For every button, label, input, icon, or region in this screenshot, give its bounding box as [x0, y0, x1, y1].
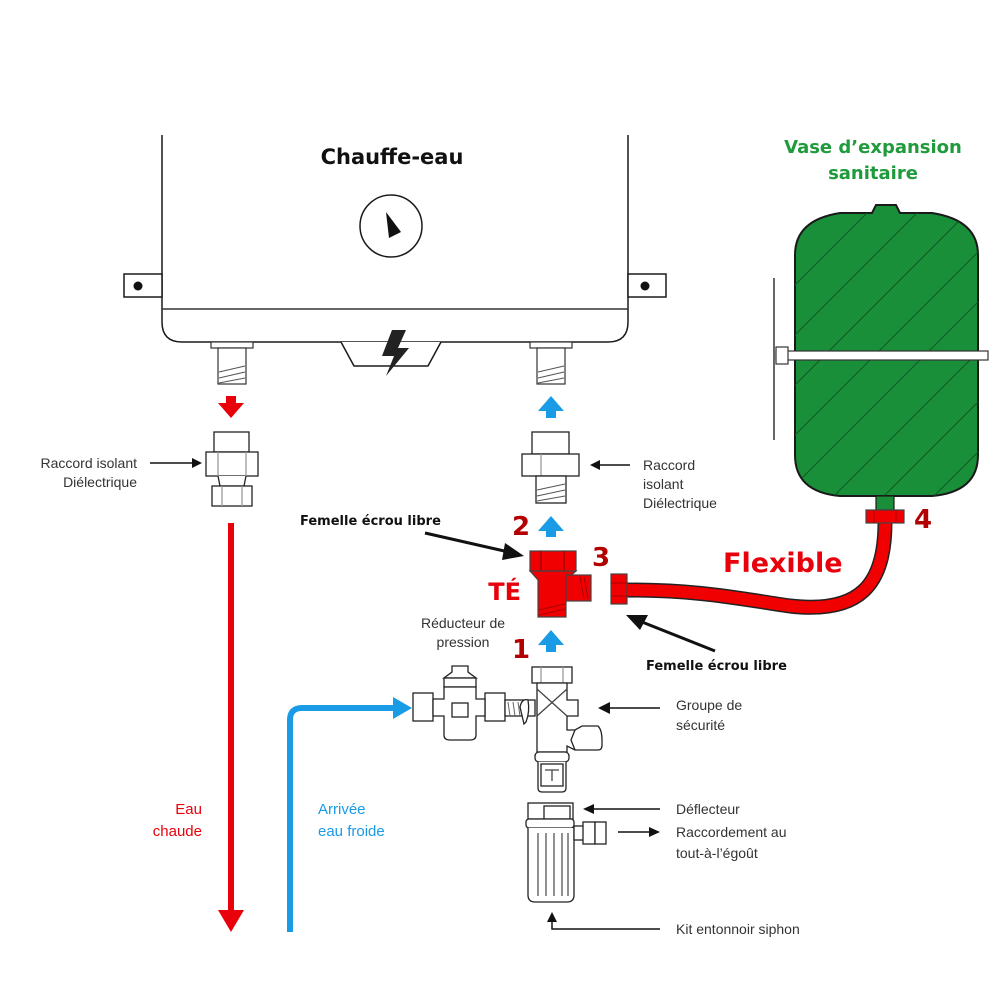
- label-raccord-right-1: Raccord: [643, 457, 695, 473]
- label-groupe-1: Groupe de: [676, 697, 742, 713]
- label-deflecteur: Déflecteur: [676, 801, 740, 817]
- femelle-top-arrow-head: [502, 543, 524, 560]
- right-mounting-bracket: [627, 273, 667, 298]
- hot-outlet-stub: [210, 341, 254, 385]
- heater-title: Chauffe-eau: [321, 145, 464, 169]
- arrow-raccord-right-head: [590, 460, 600, 470]
- label-kit: Kit entonnoir siphon: [676, 921, 800, 937]
- safety-group: [504, 666, 603, 793]
- cold-flow-arrow-top: [538, 396, 564, 418]
- label-arrivee-1: Arrivée: [318, 801, 366, 818]
- arrow-kit-head: [547, 912, 557, 922]
- label-te: TÉ: [488, 577, 521, 606]
- hot-water-pipe: [228, 523, 234, 913]
- label-reducteur-2: pression: [437, 634, 490, 650]
- label-reducteur-1: Réducteur de: [421, 615, 505, 631]
- step-number-3: 3: [592, 543, 610, 573]
- cold-flow-arrow-1: [538, 630, 564, 652]
- lightning-icon: [382, 330, 409, 376]
- label-raccord-right-3: Diélectrique: [643, 495, 717, 511]
- hot-flow-arrow-small: [218, 396, 244, 418]
- vessel-title-line2: sanitaire: [828, 163, 918, 184]
- dielectric-union-right: [521, 431, 580, 504]
- dielectric-union-left: [205, 431, 259, 507]
- arrow-deflecteur-head: [583, 804, 594, 814]
- label-eau-chaude-2: chaude: [153, 823, 202, 840]
- femelle-bottom-arrow-head: [626, 615, 648, 630]
- vessel-title-line1: Vase d’expansion: [784, 137, 962, 158]
- label-eau-chaude-1: Eau: [175, 801, 202, 818]
- tee-fitting: [528, 550, 592, 618]
- dial-icon: [359, 194, 423, 258]
- label-groupe-2: sécurité: [676, 717, 725, 733]
- cold-inlet-stub: [529, 341, 573, 385]
- water-heater: [123, 135, 667, 385]
- step-number-4: 4: [914, 505, 932, 535]
- siphon-funnel-kit: [525, 802, 607, 903]
- femelle-bottom-arrow: [636, 618, 716, 653]
- expansion-vessel: [773, 204, 989, 524]
- pressure-reducer-valve: [412, 665, 506, 741]
- step-number-1: 1: [512, 635, 530, 665]
- wall-bracket-bar: [775, 350, 989, 361]
- label-flexible: Flexible: [723, 548, 843, 579]
- cold-water-inlet-arrow-head: [393, 697, 412, 719]
- label-raccord-right-2: isolant: [643, 476, 684, 492]
- label-raccord-left-2: Diélectrique: [63, 474, 137, 490]
- flexible-nut-left: [610, 573, 628, 605]
- label-raccord-left-1: Raccord isolant: [41, 455, 138, 471]
- hot-water-arrow-head: [218, 910, 244, 932]
- arrow-raccord-left-head: [192, 458, 202, 468]
- vessel-nut: [865, 509, 905, 524]
- label-raccordement-2: tout-à-l’égoût: [676, 845, 758, 861]
- left-mounting-bracket: [123, 273, 163, 298]
- label-raccordement-1: Raccordement au: [676, 824, 787, 840]
- arrow-groupe-head: [598, 702, 610, 714]
- arrow-raccordement-head: [649, 827, 660, 837]
- label-arrivee-2: eau froide: [318, 823, 385, 840]
- cold-flow-arrow-2: [538, 516, 564, 537]
- cold-water-inlet-pipe: [287, 705, 395, 932]
- step-number-2: 2: [512, 512, 530, 542]
- label-femelle-top: Femelle écrou libre: [300, 514, 441, 529]
- arrow-kit: [551, 918, 660, 930]
- label-femelle-bottom: Femelle écrou libre: [646, 659, 787, 674]
- femelle-top-arrow: [424, 531, 514, 555]
